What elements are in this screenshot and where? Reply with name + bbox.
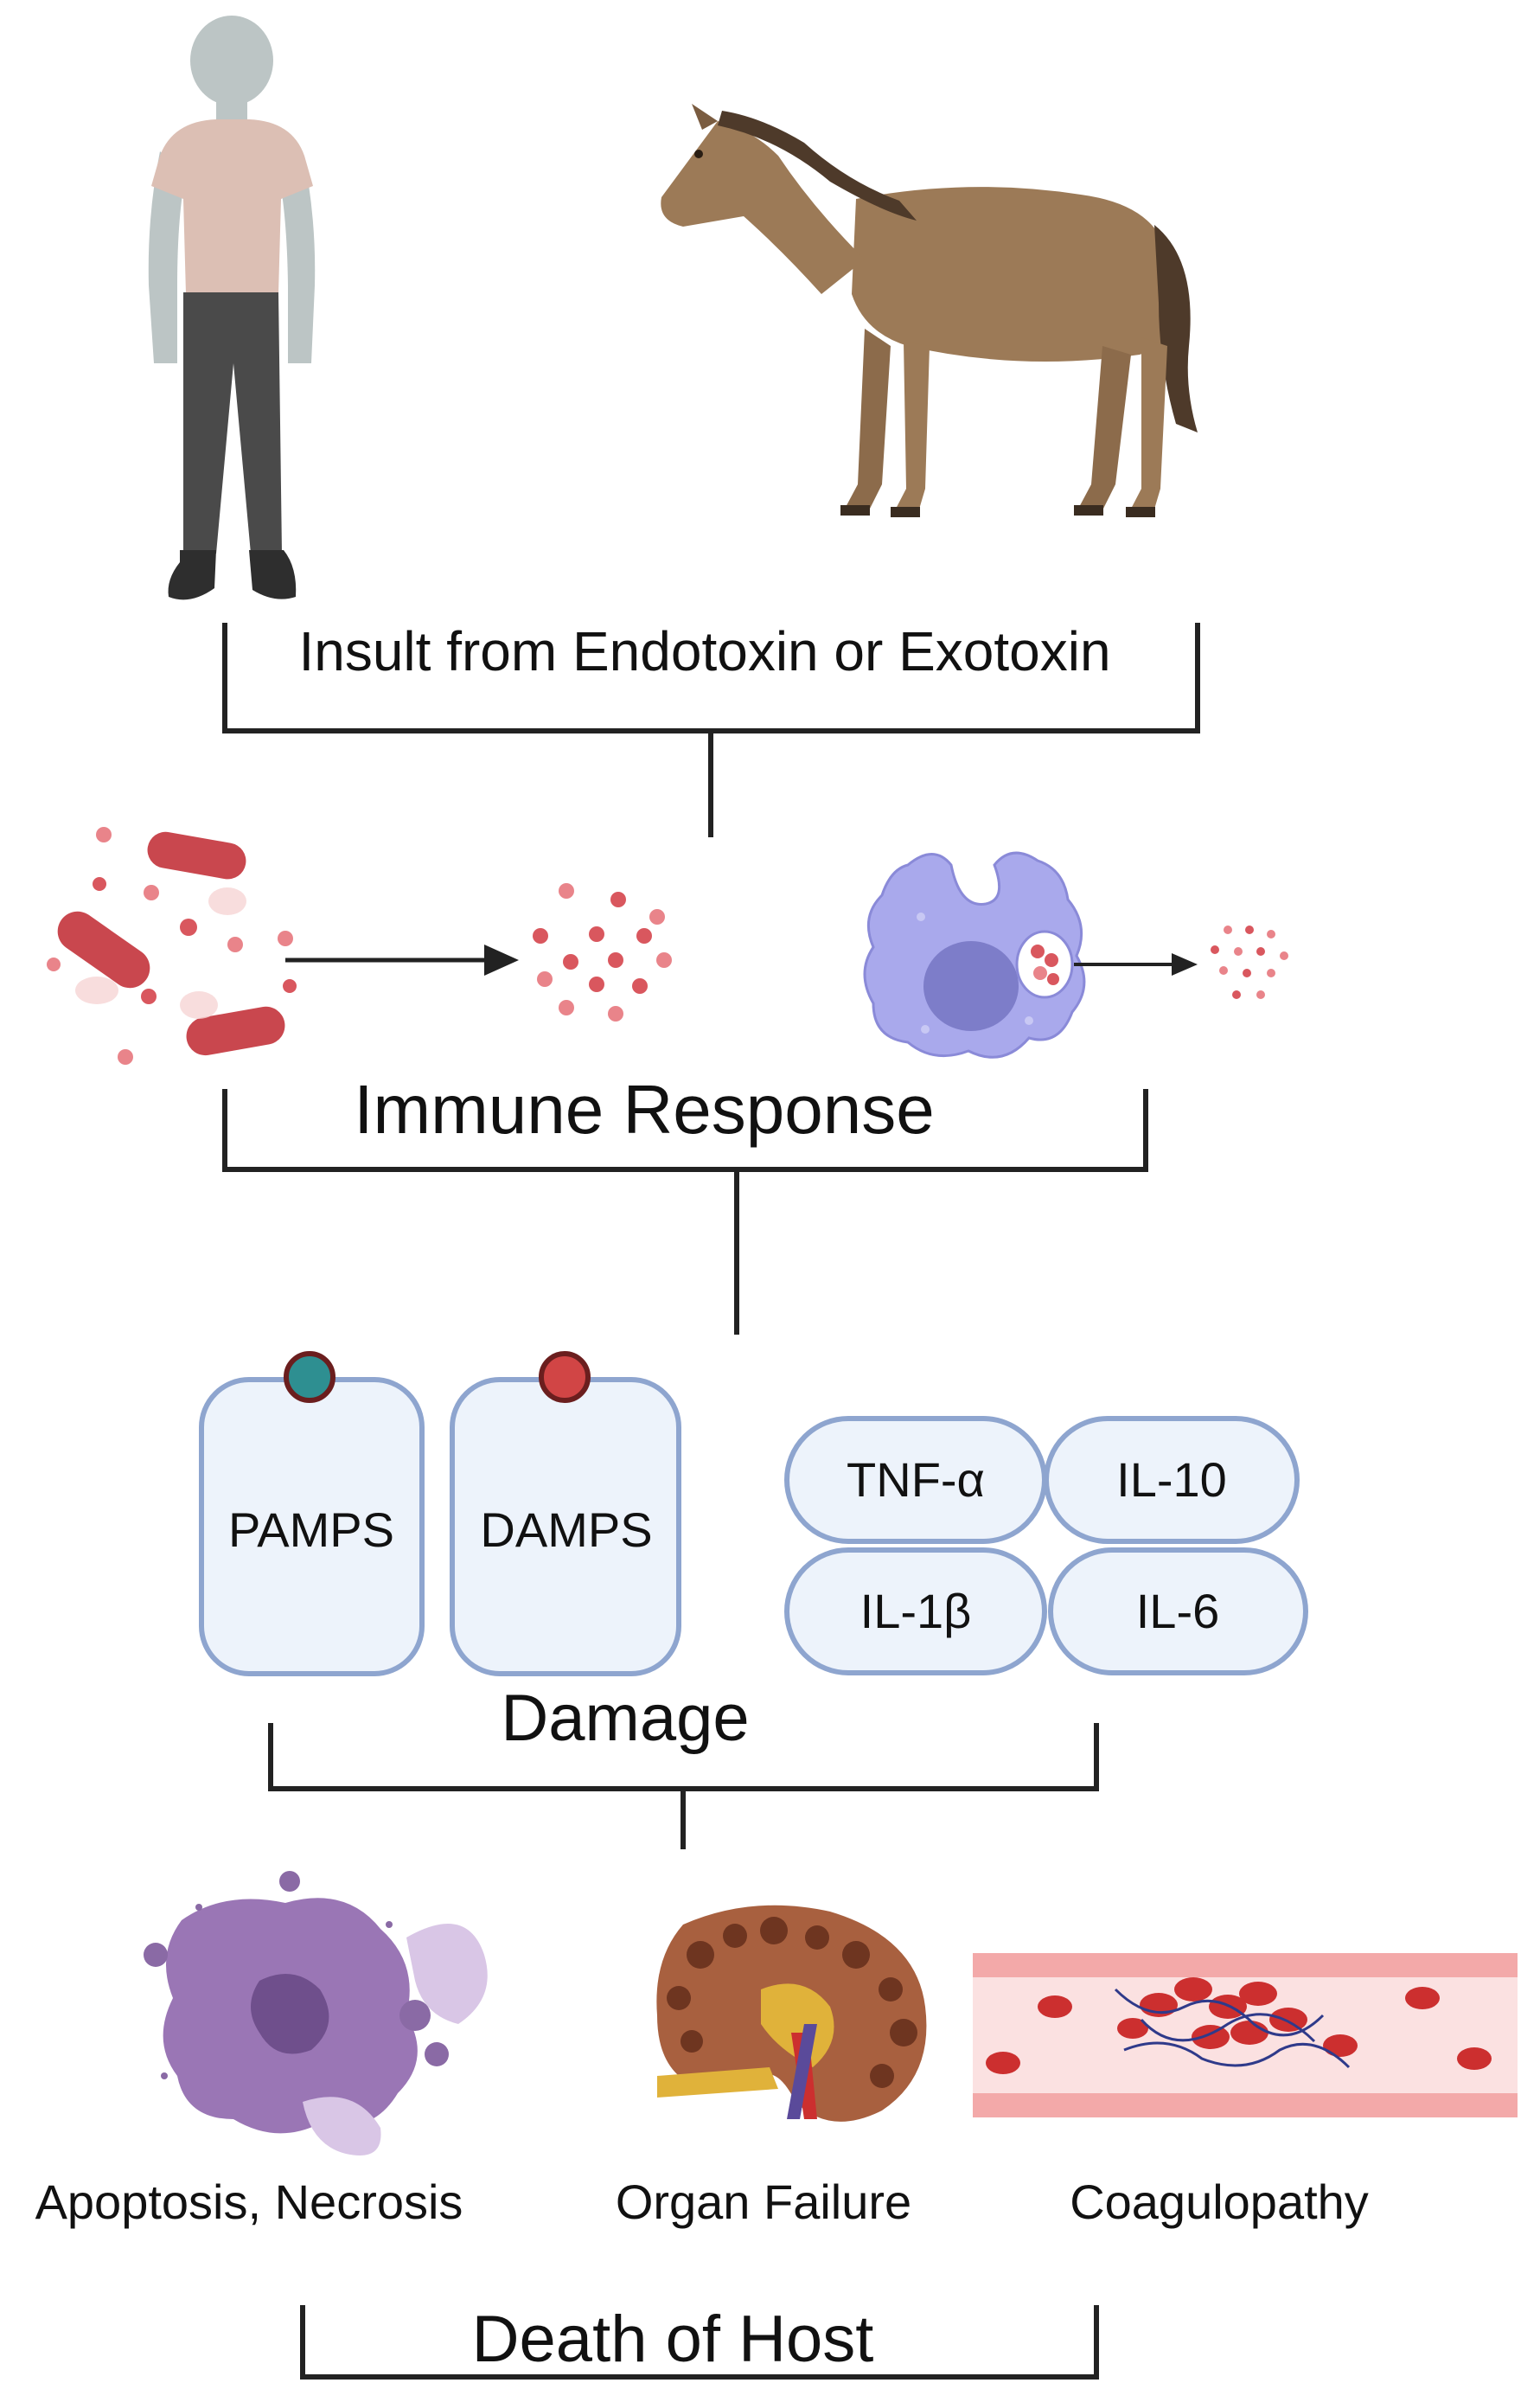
pamps-label: PAMPS (228, 1502, 394, 1557)
pamps-box: PAMPS (199, 1351, 425, 1676)
blood-vessel-clot-icon (973, 1953, 1518, 2117)
human-figure-icon (148, 16, 316, 600)
insult-label: Insult from Endotoxin or Exotoxin (298, 620, 1110, 682)
immune-bracket (222, 1089, 1148, 1172)
macrophage-icon (863, 851, 1086, 1059)
cytokine-il-6: IL-6 (1048, 1547, 1308, 1675)
pamps-marker-icon (284, 1351, 335, 1403)
death-bracket (300, 2305, 1099, 2380)
cytokine-tnf-alpha: TNF-α (784, 1416, 1047, 1544)
cytokine-il-1beta: IL-1β (784, 1547, 1047, 1675)
damps-label: DAMPS (480, 1502, 652, 1557)
apoptotic-cell-icon (144, 1871, 488, 2155)
death-of-host-label: Death of Host (472, 2303, 874, 2376)
arrow-to-fragments (285, 945, 519, 976)
cytokine-label: IL-6 (1136, 1584, 1220, 1638)
kidney-icon (656, 1905, 927, 2122)
released-cytokines-icon (1211, 926, 1288, 999)
cytokine-label: IL-1β (860, 1584, 972, 1638)
outcome-coagulopathy-label: Coagulopathy (1070, 2175, 1369, 2229)
cytokine-label: IL-10 (1116, 1452, 1227, 1507)
damps-marker-icon (539, 1351, 591, 1403)
arrow-to-cytokines (1074, 953, 1198, 976)
damps-box: DAMPS (450, 1351, 681, 1676)
bacteria-lysis-icon (47, 827, 297, 1065)
damage-label: Damage (501, 1681, 749, 1755)
horse-icon (661, 104, 1198, 517)
outcome-organ-failure-label: Organ Failure (616, 2175, 911, 2229)
cytokine-il-10: IL-10 (1044, 1416, 1300, 1544)
outcome-apoptosis-label: Apoptosis, Necrosis (35, 2175, 463, 2229)
endotoxin-fragments-icon (533, 883, 672, 1022)
immune-response-label: Immune Response (354, 1071, 934, 1148)
cytokine-label: TNF-α (847, 1452, 985, 1507)
